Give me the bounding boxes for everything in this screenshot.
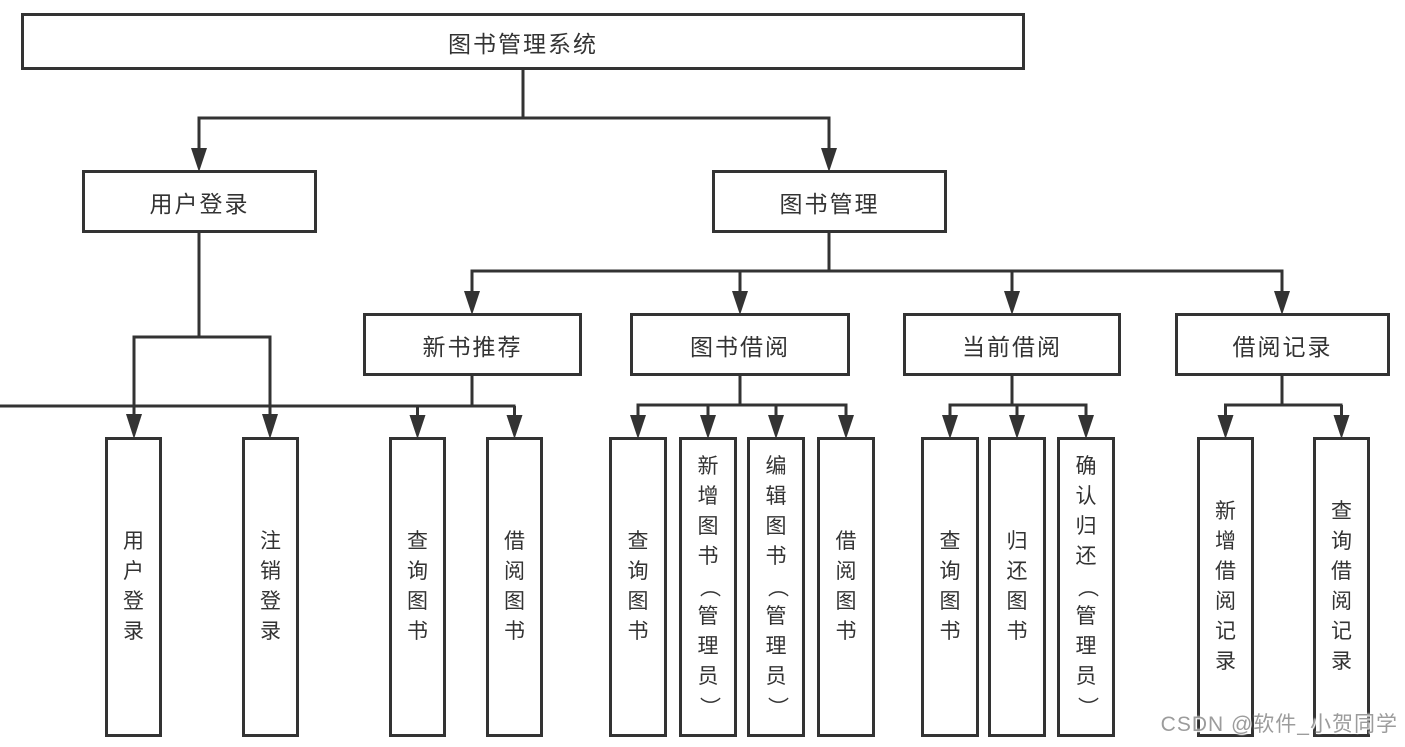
connector-current-borrow: [942, 376, 1094, 439]
node-book-borrow: 图书借阅: [630, 313, 850, 376]
leaf-query-books-current: 查询图书: [921, 437, 979, 737]
leaf-user-login: 用户登录: [105, 437, 162, 737]
leaf-query-borrow-record: 查询借阅记录: [1313, 437, 1370, 737]
node-current-borrow: 当前借阅: [903, 313, 1121, 376]
leaf-query-books-borrow: 查询图书: [609, 437, 667, 737]
leaf-edit-book-admin: 编辑图书（管理员）: [747, 437, 805, 737]
leaf-add-borrow-record: 新增借阅记录: [1197, 437, 1254, 737]
node-book-borrow-label: 图书借阅: [690, 333, 790, 360]
connector-new-book: [0, 376, 523, 439]
connector-borrow-records: [1217, 376, 1350, 439]
node-new-book-recommend: 新书推荐: [363, 313, 582, 376]
leaf-borrow-books: 借阅图书: [817, 437, 875, 737]
connector-root: [191, 70, 837, 172]
node-user-login: 用户登录: [82, 170, 317, 233]
node-current-borrow-label: 当前借阅: [962, 333, 1062, 360]
node-root: 图书管理系统: [21, 13, 1025, 70]
node-borrow-records-label: 借阅记录: [1232, 333, 1333, 360]
leaf-confirm-return-admin: 确认归还（管理员）: [1057, 437, 1115, 737]
connector-book-borrow: [630, 376, 854, 439]
node-user-login-label: 用户登录: [149, 190, 250, 217]
leaf-logout: 注销登录: [242, 437, 299, 737]
leaf-return-book: 归还图书: [988, 437, 1046, 737]
watermark: CSDN @软件_小贺同学: [1160, 713, 1398, 736]
connector-user-login: [126, 233, 278, 439]
node-borrow-records: 借阅记录: [1175, 313, 1390, 376]
node-new-book-recommend-label: 新书推荐: [422, 333, 523, 360]
node-book-management: 图书管理: [712, 170, 947, 233]
leaf-query-books-recommend: 查询图书: [389, 437, 446, 737]
connector-book-management: [464, 233, 1290, 315]
leaf-add-book-admin: 新增图书（管理员）: [679, 437, 737, 737]
leaf-borrow-books-recommend: 借阅图书: [486, 437, 543, 737]
node-root-label: 图书管理系统: [448, 30, 598, 57]
node-book-management-label: 图书管理: [779, 190, 880, 217]
